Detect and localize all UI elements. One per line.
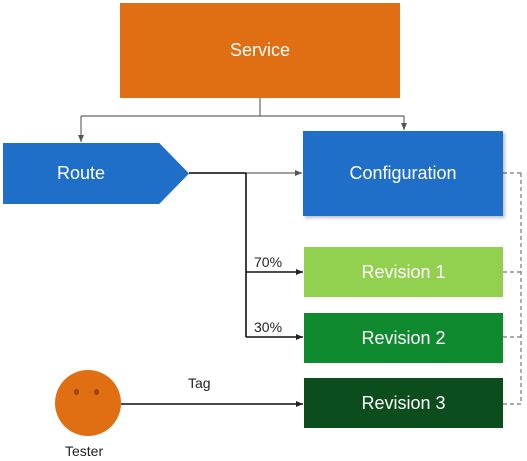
tag-label: Tag [188, 375, 211, 391]
configuration-revision-links [503, 172, 522, 405]
tester-left-eye [74, 389, 79, 395]
revision-2-traffic-percent: 30% [254, 319, 283, 335]
route-node: Route [3, 143, 189, 204]
revision-3-node: Revision 3 [304, 378, 503, 428]
route-traffic-connector [189, 172, 303, 340]
configuration-node: Configuration [303, 131, 503, 216]
revision-1-node: Revision 1 [304, 247, 503, 297]
tester-right-eye [94, 389, 99, 395]
service-node: Service [120, 3, 400, 98]
revision-2-label: Revision 2 [361, 327, 446, 348]
service-label: Service [229, 40, 291, 60]
tester-avatar [55, 370, 121, 436]
configuration-label: Configuration [349, 163, 457, 183]
revision-1-label: Revision 1 [361, 261, 446, 282]
revision-2-node: Revision 2 [304, 313, 503, 363]
route-label: Route [56, 163, 106, 183]
revision-1-traffic-percent: 70% [254, 254, 283, 270]
tester-label: Tester [65, 443, 104, 459]
revision-3-label: Revision 3 [361, 392, 446, 413]
